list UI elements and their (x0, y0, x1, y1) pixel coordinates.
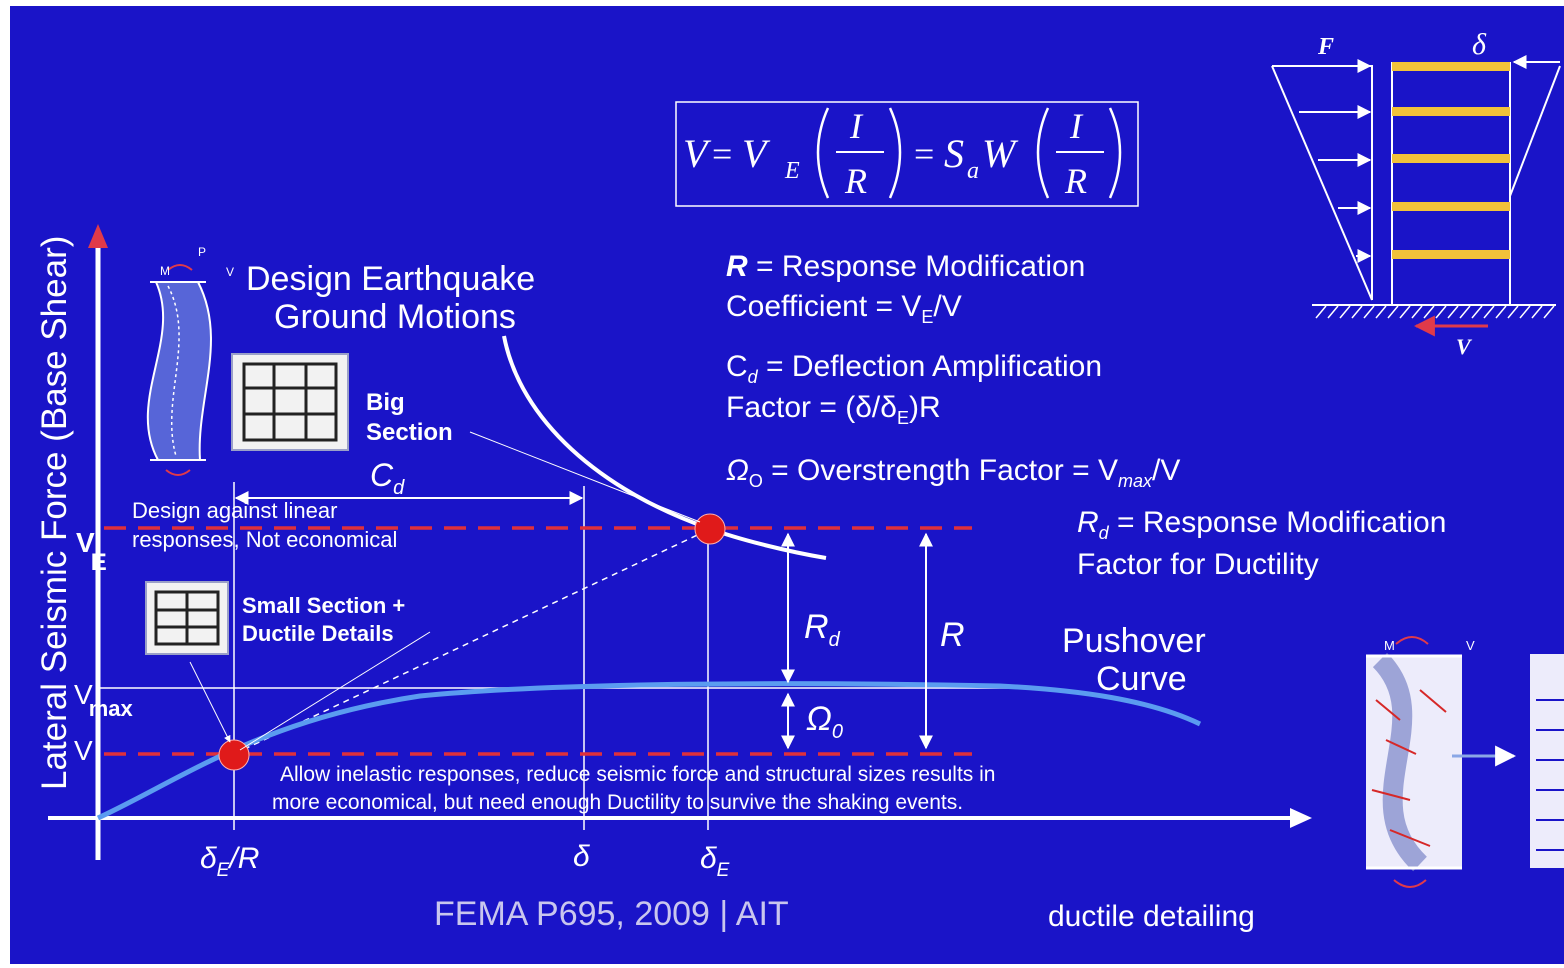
equation-fraction2-numerator: I (1069, 106, 1084, 146)
y-axis-label: Lateral Seismic Force (Base Shear) (35, 236, 74, 790)
y-axis-arrowhead (88, 224, 108, 248)
x-axis-arrowhead (1290, 808, 1312, 828)
omega-label: Ω0 (806, 700, 843, 743)
base-shear-equation: V = V E I R = S a W I R (675, 101, 1139, 207)
equation-w: W (982, 131, 1019, 176)
equation-fraction1-denominator: R (844, 161, 867, 201)
drift-profile (1509, 65, 1561, 197)
big-section-label-1: Big (366, 389, 405, 416)
equation-ve: V (742, 131, 771, 176)
small-section-pointer-2 (239, 631, 431, 751)
big-section-label-2: Section (366, 419, 453, 446)
axes: Lateral Seismic Force (Base Shear) (35, 224, 1312, 860)
v-level-label: V (74, 735, 93, 766)
drift-label: δ (1472, 28, 1487, 61)
linear-note-line1: Design against linear (132, 498, 337, 523)
pushover-label-line2: Curve (1096, 660, 1187, 698)
equation-paren-right-2 (1108, 107, 1122, 199)
inelastic-note-line2: more economical, but need enough Ductili… (272, 791, 963, 814)
definition-r-line2: Coefficient = VE/V (726, 290, 962, 327)
design-earthquake-curve (502, 335, 827, 560)
force-triangle-hypotenuse (1271, 65, 1373, 301)
ground-hatch (1315, 305, 1555, 319)
r-label: R (940, 616, 965, 654)
floor-beam-2 (1392, 107, 1510, 116)
equation-sa-sub: a (967, 158, 979, 184)
floor-beam-3 (1392, 154, 1510, 163)
column1-axial-label: P (198, 245, 206, 259)
ductile-caption: ductile detailing (1048, 900, 1255, 933)
definition-omega: ΩO = Overstrength Factor = Vmax/V (726, 454, 1180, 491)
pushover-label-line1: Pushover (1062, 622, 1206, 660)
small-section-icon (145, 581, 229, 655)
equation-equals-2: = (914, 134, 934, 174)
definitions: R = Response Modification Coefficient = … (726, 250, 1446, 581)
equation-equals-1: = (712, 134, 732, 174)
definition-rd-line2: Factor for Ductility (1077, 548, 1319, 581)
x-tick-de: δE (700, 842, 730, 881)
column1-shear-label: V (226, 265, 234, 279)
slide-background (10, 6, 1564, 964)
linear-column-sketch: M V P (146, 245, 234, 476)
definition-cd-line1: Cd = Deflection Amplification (726, 350, 1102, 387)
ductile-column-sketch: M V (1366, 636, 1475, 888)
base-shear-label: V (1456, 334, 1473, 359)
column2-shear-label: V (1466, 638, 1475, 653)
linear-note-line2: responses, Not economical (132, 527, 397, 552)
equation-box (675, 101, 1139, 207)
big-section-pointer (469, 431, 701, 523)
definition-cd-line2: Factor = (δ/δE)R (726, 391, 941, 428)
equation-sa: S (944, 131, 964, 176)
force-label: F (1317, 34, 1334, 60)
cd-label: Cd (370, 457, 405, 499)
floor-beam-1 (1392, 62, 1510, 71)
equation-paren-right-1 (888, 107, 902, 199)
equation-ve-sub: E (784, 158, 800, 184)
inelastic-note-line1: Allow inelastic responses, reduce seismi… (280, 763, 995, 786)
column1-moment-label: M (160, 264, 170, 278)
big-section-icon (231, 353, 349, 451)
ductile-column-sketch-2 (1530, 654, 1564, 868)
design-earthquake-line2: Ground Motions (274, 298, 516, 336)
floor-beam-5 (1392, 250, 1510, 259)
equation-paren-left-2 (1036, 107, 1050, 199)
x-tick-delta: δ (573, 840, 590, 873)
rd-label: Rd (804, 608, 841, 651)
small-section-label-2: Ductile Details (242, 621, 394, 646)
design-earthquake-line1: Design Earthquake (246, 260, 535, 298)
building-frame-sketch: F δ V (1271, 28, 1561, 359)
small-section-label-1: Small Section + (242, 593, 405, 618)
column2-moment-label: M (1384, 638, 1395, 653)
design-point-ve (694, 513, 726, 545)
definition-r-line1: R = Response Modification (726, 250, 1085, 283)
equation-lhs: V (683, 131, 712, 176)
vmax-level-label: Vmax (74, 679, 133, 721)
floor-beam-4 (1392, 202, 1510, 211)
small-section-pointer (189, 661, 231, 743)
equation-paren-left-1 (816, 107, 830, 199)
citation: FEMA P695, 2009 | AIT (434, 895, 789, 933)
equation-fraction1-numerator: I (849, 106, 864, 146)
design-point-v (218, 739, 250, 771)
definition-rd-line1: Rd = Response Modification (1077, 506, 1446, 543)
equation-fraction2-denominator: R (1064, 161, 1087, 201)
x-tick-de-over-r: δE/R (200, 842, 259, 881)
